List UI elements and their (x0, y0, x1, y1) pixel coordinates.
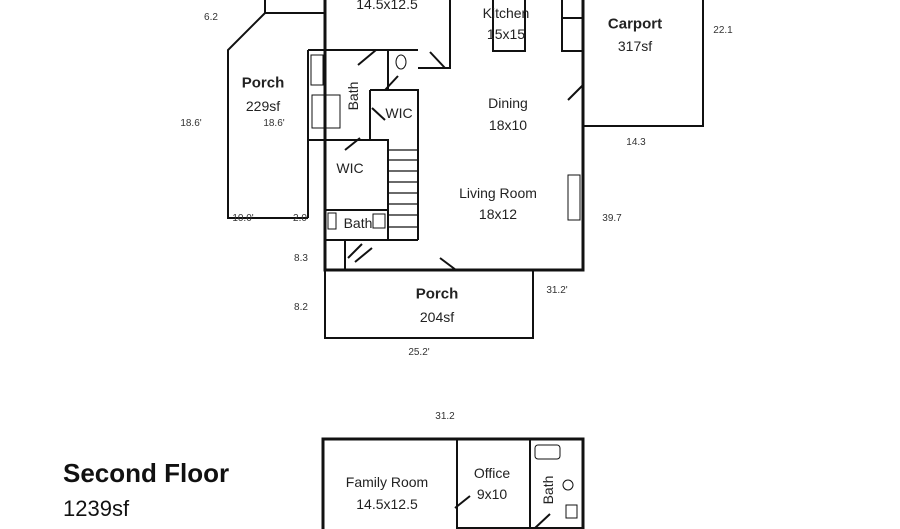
carport-name: Carport (607, 15, 663, 33)
vanity-fixture (310, 54, 324, 86)
carport-outline (582, 0, 704, 127)
bath-lower-label: Bath (343, 215, 373, 231)
door-swings (344, 49, 584, 271)
wic-lower-label: WIC (336, 160, 364, 176)
kitchen-counter (561, 0, 583, 52)
side-porch-outline (227, 12, 325, 219)
second-floor-walls (456, 439, 583, 529)
dining-size: 18x10 (488, 117, 528, 133)
top-room-wall (418, 0, 451, 69)
dimension-label: 39.7 (602, 213, 622, 224)
main-outline (323, 0, 585, 272)
dimension-label: 18.6' (180, 118, 202, 129)
stairs (388, 149, 418, 228)
bath-wall (307, 49, 419, 240)
side-porch-area: 229sf (245, 98, 281, 114)
front-porch-outline (324, 270, 534, 339)
kitchen-name: Kitchen (482, 5, 530, 21)
lower-bath-wall (325, 209, 418, 241)
lower-bath-sink (327, 212, 337, 230)
top-left-room-wall (264, 0, 325, 14)
second-bath-sink (565, 504, 578, 519)
tub-fixture (534, 444, 561, 460)
office-name: Office (473, 465, 511, 481)
office-door (454, 495, 551, 529)
front-porch-name: Porch (415, 285, 459, 303)
toilet-fixture (395, 54, 407, 70)
dimension-label: 18.6' (263, 118, 285, 129)
living-room-size: 18x12 (478, 206, 518, 222)
dimension-label: 22.1 (713, 25, 733, 36)
dimension-label: 31.2 (435, 411, 455, 422)
dimension-label: 8.2 (294, 302, 308, 313)
kitchen-size: 15x15 (486, 26, 526, 42)
dimension-label: 10.0' (232, 213, 254, 224)
second-floor-area: 1239sf (63, 496, 130, 521)
dining-name: Dining (488, 95, 528, 111)
family-room-size: 14.5x12.5 (356, 496, 418, 512)
bath-upper-label: Bath (345, 81, 361, 111)
living-room-name: Living Room (459, 185, 537, 201)
top-room-size: 14.5x12.5 (356, 0, 418, 12)
side-porch-name: Porch (241, 74, 285, 92)
carport-area: 317sf (617, 38, 653, 54)
wic-upper-label: WIC (385, 105, 413, 121)
fireplace-fixture (567, 174, 581, 221)
dimension-label: 2.0 (293, 213, 307, 224)
second-floor-outline (321, 437, 585, 529)
second-floor-title: Second Floor (63, 458, 230, 488)
second-bath-label: Bath (540, 475, 556, 505)
dimension-label: 31.2' (546, 285, 568, 296)
dimension-label: 6.2 (204, 12, 218, 23)
lower-bath-toilet (372, 213, 386, 229)
front-porch-area: 204sf (419, 309, 455, 325)
second-bath-toilet (562, 479, 574, 491)
office-size: 9x10 (476, 486, 508, 502)
family-room-name: Family Room (345, 474, 429, 490)
dimension-label: 8.3 (294, 253, 308, 264)
kitchen-island (492, 0, 526, 52)
dimension-label: 25.2' (408, 347, 430, 358)
dimension-label: 14.3 (626, 137, 646, 148)
shower-fixture (311, 94, 341, 129)
